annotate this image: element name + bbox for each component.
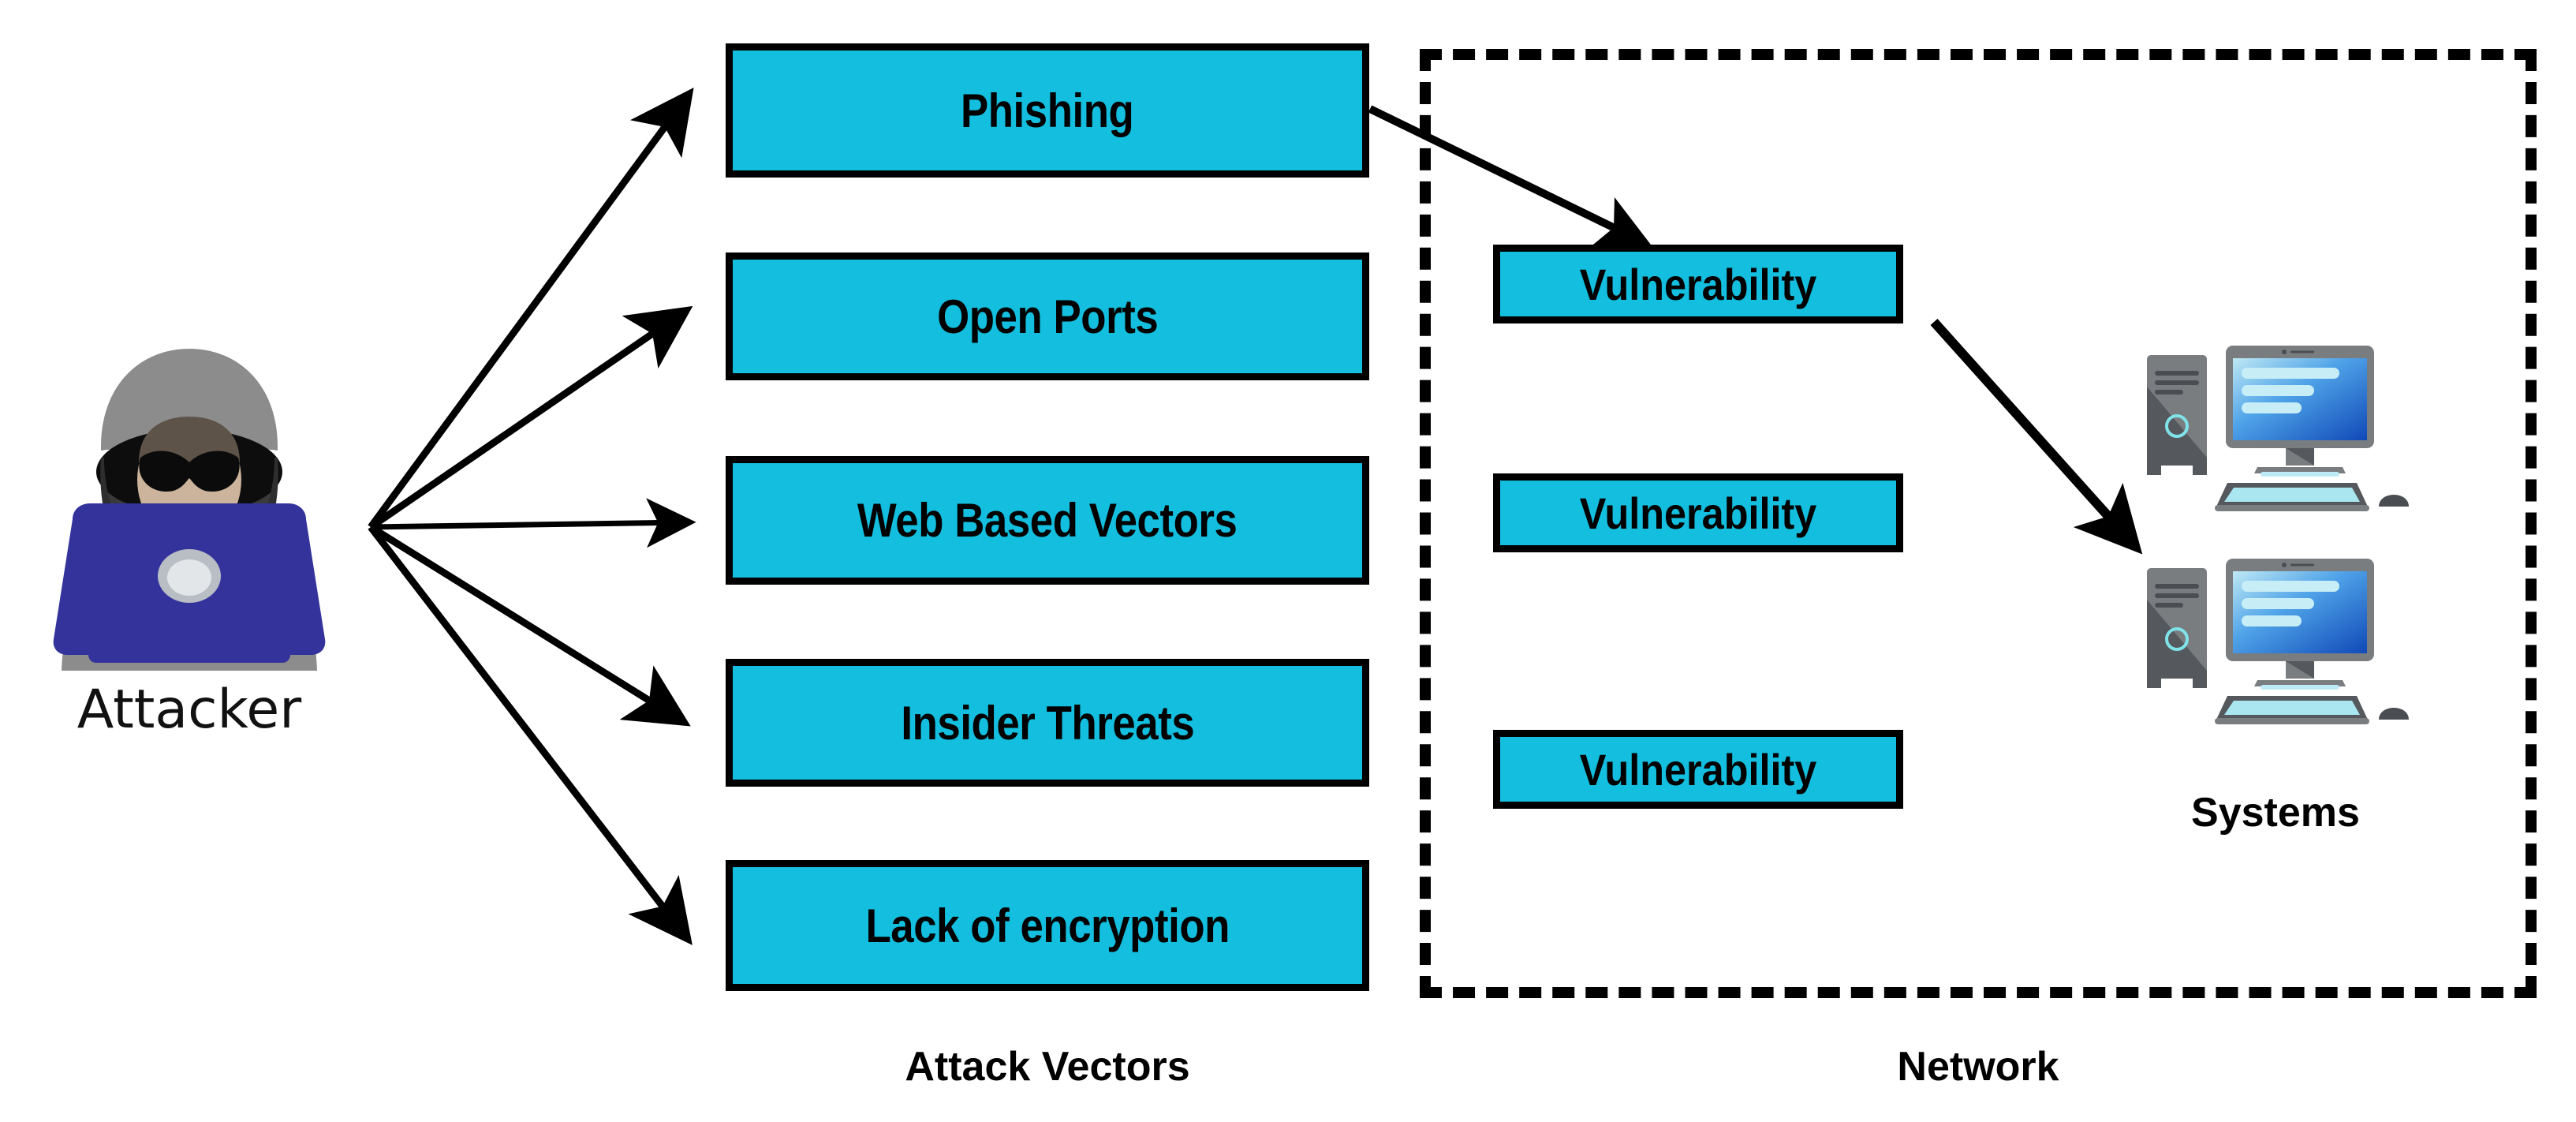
attack-vector-box-open-ports[interactable]: Open Ports: [726, 252, 1369, 380]
vulnerability-box-3[interactable]: Vulnerability: [1493, 730, 1903, 809]
vulnerability-label: Vulnerability: [1579, 259, 1817, 309]
arrow-attacker-to-lack-of-encryption: [368, 525, 693, 945]
network-boundary: [1420, 49, 2537, 998]
hooded-hacker-with-laptop-icon: [53, 349, 326, 671]
arrow-attacker-to-insider-threats: [368, 524, 691, 727]
attacker-group: Attacker: [16, 331, 363, 805]
arrow-attacker-to-web-based-vectors: [370, 498, 696, 548]
attack-vector-box-phishing[interactable]: Phishing: [726, 43, 1369, 178]
attack-vector-label: Lack of encryption: [865, 899, 1230, 952]
attack-vector-label: Open Ports: [936, 290, 1159, 343]
attack-vector-label: Web Based Vectors: [857, 494, 1238, 547]
vulnerability-box-2[interactable]: Vulnerability: [1493, 473, 1903, 552]
desktop-computer-with-tower-icon: [2147, 559, 2409, 724]
arrow-attacker-to-phishing: [368, 87, 694, 529]
desktop-computer-with-tower-icon: [2147, 346, 2409, 511]
attack-vector-box-insider-threats[interactable]: Insider Threats: [726, 659, 1369, 787]
arrow-phishing-to-vulnerability: [1368, 105, 1652, 247]
vulnerability-label: Vulnerability: [1579, 744, 1817, 795]
attack-vector-label: Insider Threats: [901, 696, 1194, 750]
vulnerability-box-1[interactable]: Vulnerability: [1493, 245, 1903, 324]
arrow-vulnerability-to-systems: [1930, 318, 2143, 555]
attacker-label: Attacker: [77, 679, 302, 741]
attack-vector-box-lack-of-encryption[interactable]: Lack of encryption: [726, 860, 1369, 991]
vulnerability-label: Vulnerability: [1579, 488, 1817, 538]
network-caption: Network: [1897, 1044, 2059, 1090]
attack-vectors-caption: Attack Vectors: [905, 1044, 1190, 1090]
arrow-attacker-to-open-ports: [368, 305, 693, 530]
attack-vector-box-web-based-vectors[interactable]: Web Based Vectors: [726, 456, 1369, 585]
systems-label: Systems: [2191, 790, 2360, 836]
attack-vector-label: Phishing: [961, 84, 1134, 137]
